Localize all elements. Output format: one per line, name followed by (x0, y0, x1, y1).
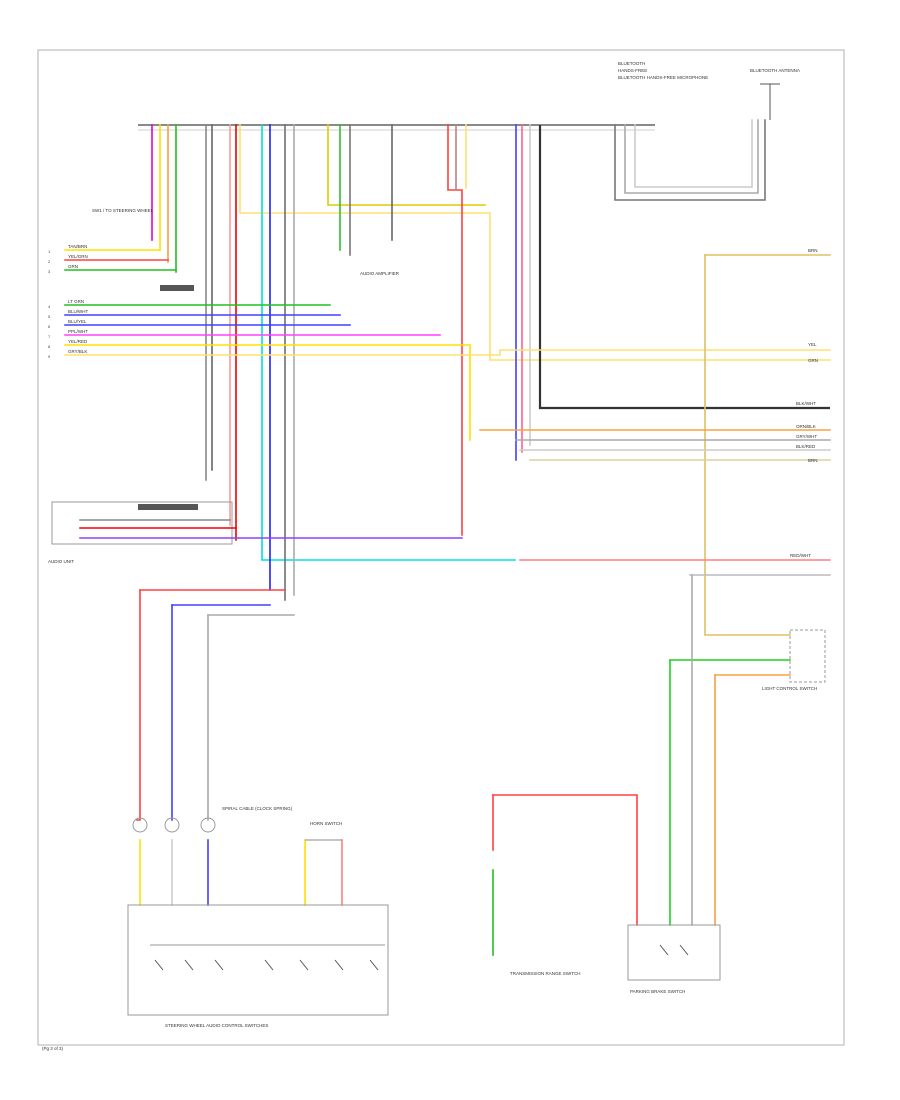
svg-text:6: 6 (48, 324, 51, 329)
wire-r8: BRN (808, 458, 818, 463)
svg-text:2: 2 (48, 259, 51, 264)
wire-label-8: YEL/RED (68, 339, 88, 344)
wire-r2: YEL (808, 342, 817, 347)
wire-label-1: TAN/BRN (68, 244, 87, 249)
wire-r1: BRN (808, 248, 818, 253)
audio-unit-wires (151, 124, 831, 601)
wire-label-2: YEL/GRN (68, 254, 88, 259)
light-control-label: LIGHT CONTROL SWITCH (762, 686, 817, 691)
bluetooth-antenna: BLUETOOTH ANTENNA (750, 68, 800, 120)
svg-text:5: 5 (48, 314, 51, 319)
clock-spring-label: SPIRAL CABLE (CLOCK SPRING) (222, 806, 293, 811)
svg-text:9: 9 (48, 354, 51, 359)
transmission-switch-label: TRANSMISSION RANGE SWITCH (510, 971, 581, 976)
wire-label-5: BLU/WHT (68, 309, 89, 314)
steering-wheel-switches: STEERING WHEEL AUDIO CONTROL SWITCHES (127, 904, 389, 1028)
sw-gnd-label: SW1 / TO STEERING WHEEL (92, 208, 154, 213)
wire-label-6: BLU/YEL (68, 319, 87, 324)
page-ref: (Pg 3 of 3) (42, 1046, 64, 1051)
svg-text:1: 1 (48, 249, 51, 254)
svg-text:3: 3 (48, 269, 51, 274)
svg-text:8: 8 (48, 344, 51, 349)
horn-switch: HORN SWITCH (304, 821, 343, 906)
svg-text:BLUETOOTH: BLUETOOTH (618, 61, 645, 66)
diagram-frame (37, 49, 845, 1046)
wire-r4: BLK/WHT (796, 401, 816, 406)
clock-spring-wires: SPIRAL CABLE (CLOCK SPRING) (132, 589, 295, 906)
wire-r7: BLK/RED (796, 444, 816, 449)
audio-unit-connector (138, 124, 655, 131)
svg-text:HANDS-FREE: HANDS-FREE (618, 68, 647, 73)
steering-switches-label: STEERING WHEEL AUDIO CONTROL SWITCHES (165, 1023, 268, 1028)
right-harness: BRN YEL GRN BLK/WHT ORN/BLK GRY/WHT BLK/… (479, 248, 831, 636)
parking-brake-switch: PARKING BRAKE SWITCH (627, 924, 721, 994)
wire-r6: GRY/WHT (796, 434, 817, 439)
wire-r9: RED/WHT (790, 553, 811, 558)
transmission-range-switch: TRANSMISSION RANGE SWITCH (492, 794, 638, 976)
horn-switch-label: HORN SWITCH (310, 821, 342, 826)
light-control-switch: LIGHT CONTROL SWITCH (669, 574, 826, 926)
bluetooth-mic-label: BLUETOOTH HANDS-FREE MICROPHONE (618, 75, 708, 80)
wire-label-4: LT GRN (68, 299, 84, 304)
bluetooth-antenna-label: BLUETOOTH ANTENNA (750, 68, 800, 73)
wire-r5: ORN/BLK (796, 424, 816, 429)
parking-brake-label: PARKING BRAKE SWITCH (630, 989, 685, 994)
audio-unit-label: AUDIO UNIT (48, 559, 74, 564)
bluetooth-microphone: BLUETOOTH HANDS-FREE BLUETOOTH HANDS-FRE… (614, 61, 766, 201)
audio-unit-lower: AUDIO UNIT (48, 285, 463, 564)
wire-label-3: GRN (68, 264, 78, 269)
left-harness: 1 2 3 4 5 6 7 8 9 TAN/BRN YEL/GRN GRN LT GRN B… (48, 244, 831, 441)
svg-text:7: 7 (48, 334, 51, 339)
sw-ground: SW1 / TO STEERING WHEEL AUDIO AMPLIFIER (92, 208, 400, 276)
wire-r3: GRN (808, 358, 818, 363)
audio-amp-label: AUDIO AMPLIFIER (360, 271, 400, 276)
wire-label-7: PPL/WHT (68, 329, 88, 334)
wire-label-9: GRY/BLK (68, 349, 87, 354)
svg-text:4: 4 (48, 304, 51, 309)
